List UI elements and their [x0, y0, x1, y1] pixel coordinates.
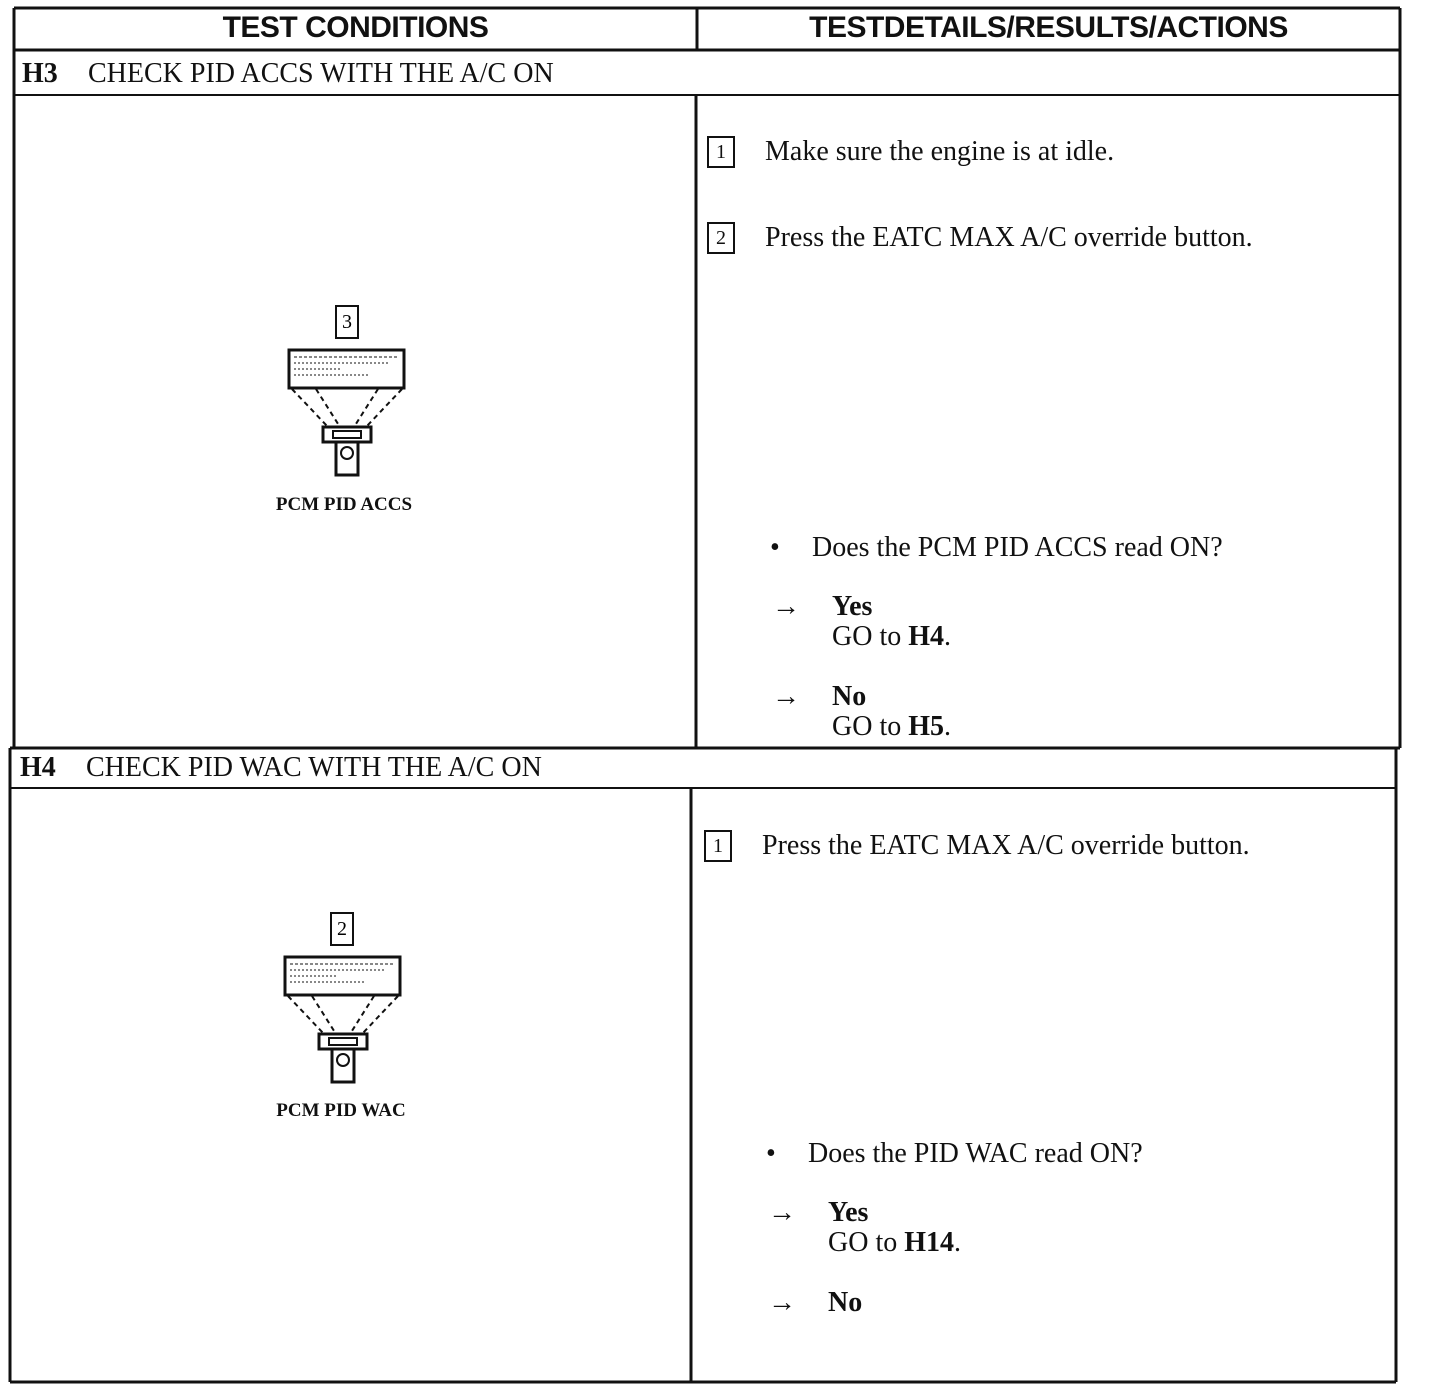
goto-end: . — [944, 621, 952, 652]
goto-text: GO to — [832, 711, 909, 742]
answer-label: Yes — [832, 591, 873, 622]
answer-label: No — [828, 1287, 863, 1318]
goto-instruction: GO to H4. — [832, 622, 951, 652]
goto-target-link[interactable]: H14 — [904, 1227, 955, 1258]
step-text: Press the EATC MAX A/C override button. — [765, 222, 1253, 253]
section-code: H4 — [20, 752, 56, 783]
answer-label: No — [832, 681, 867, 712]
question: • Does the PCM PID ACCS read ON? — [770, 532, 1223, 564]
section-title: CHECK PID ACCS WITH THE A/C ON — [88, 58, 554, 89]
bullet-icon: • — [766, 1138, 776, 1169]
step-number: 2 — [707, 222, 735, 254]
goto-text: GO to — [828, 1227, 905, 1258]
goto-instruction: GO to H14. — [828, 1228, 961, 1258]
header-test-conditions: TEST CONDITIONS — [222, 11, 489, 44]
section-title-h3: H3 CHECK PID ACCS WITH THE A/C ON — [22, 58, 554, 90]
goto-end: . — [944, 711, 952, 742]
diagram-step-number: 3 — [335, 305, 359, 339]
answer-label: Yes — [828, 1197, 869, 1228]
question-text: Does the PCM PID ACCS read ON? — [812, 532, 1223, 563]
header-test-details: TESTDETAILS/RESULTS/ACTIONS — [809, 11, 1288, 44]
step-text: Make sure the engine is at idle. — [765, 136, 1115, 167]
arrow-right-icon: → — [768, 1197, 796, 1228]
step-number: 1 — [704, 830, 732, 862]
diagram-step-number: 2 — [330, 912, 354, 946]
answer-no: → No GO to H5. — [772, 682, 1072, 744]
bullet-icon: • — [770, 532, 780, 563]
goto-target-link[interactable]: H5 — [908, 711, 945, 742]
scan-tool-diagram — [287, 348, 406, 477]
question-text: Does the PID WAC read ON? — [808, 1138, 1143, 1169]
goto-target-link[interactable]: H4 — [908, 621, 945, 652]
step-number: 1 — [707, 136, 735, 168]
step-text: Press the EATC MAX A/C override button. — [762, 830, 1250, 861]
diagram-caption: PCM PID WAC — [276, 1100, 406, 1121]
scan-tool-diagram — [283, 955, 402, 1084]
step-item: 1 Make sure the engine is at idle. — [707, 136, 1114, 168]
answer-yes: → Yes GO to H14. — [768, 1198, 1068, 1260]
step-item: 1 Press the EATC MAX A/C override button… — [704, 830, 1250, 862]
section-code: H3 — [22, 58, 58, 89]
section-title: CHECK PID WAC WITH THE A/C ON — [86, 752, 542, 783]
diagram-caption: PCM PID ACCS — [275, 494, 413, 515]
answer-no: → No — [768, 1288, 1068, 1320]
goto-text: GO to — [832, 621, 909, 652]
answer-yes: → Yes GO to H4. — [772, 592, 1072, 654]
arrow-right-icon: → — [772, 681, 800, 712]
arrow-right-icon: → — [772, 591, 800, 622]
section-title-h4: H4 CHECK PID WAC WITH THE A/C ON — [20, 752, 542, 784]
goto-end: . — [954, 1227, 962, 1258]
step-item: 2 Press the EATC MAX A/C override button… — [707, 222, 1253, 254]
question: • Does the PID WAC read ON? — [766, 1138, 1143, 1170]
goto-instruction: GO to H5. — [832, 712, 951, 742]
arrow-right-icon: → — [768, 1287, 796, 1318]
